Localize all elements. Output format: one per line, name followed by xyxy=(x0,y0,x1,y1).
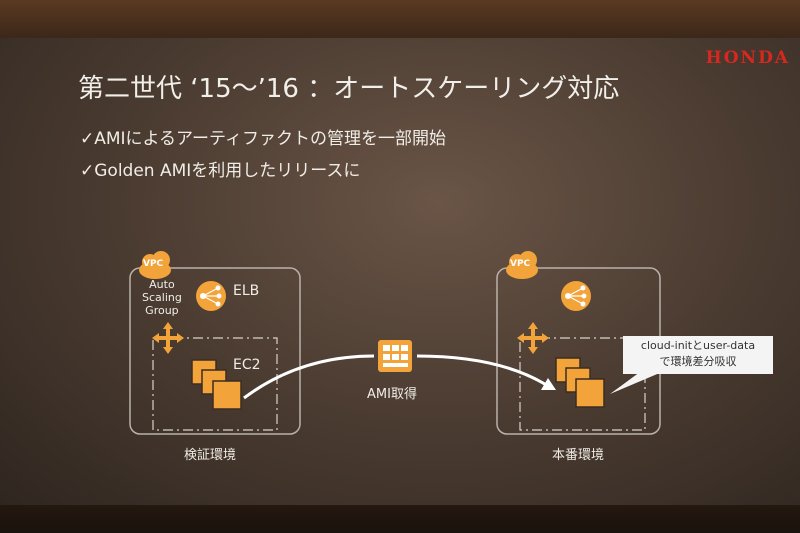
autoscaling-arrows-icon xyxy=(517,322,549,354)
elb-icon xyxy=(196,281,226,311)
elb-icon xyxy=(561,281,591,311)
env-label-left: 検証環境 xyxy=(184,448,237,463)
ec2-label: EC2 xyxy=(233,357,261,373)
env-label-right: 本番環境 xyxy=(552,448,605,463)
ec2-instances-icon xyxy=(555,357,605,408)
brand-logo: HONDA xyxy=(705,48,790,68)
vpc-badge-right: VPC xyxy=(510,259,531,269)
autoscaling-arrows-icon xyxy=(152,322,184,354)
callout-text: cloud-initとuser-data で環境差分吸収 xyxy=(640,339,756,368)
slide-title: 第二世代 ‘15〜’16 ：オートスケーリング対応 xyxy=(78,74,620,104)
bullet-item: ✓Golden AMIを利用したリリースに xyxy=(80,161,361,181)
vpc-box-left xyxy=(129,267,301,435)
asg-box-right xyxy=(519,337,646,431)
asg-box-left xyxy=(152,337,278,431)
callout-note: cloud-initとuser-data で環境差分吸収 xyxy=(623,336,773,374)
room-ceiling xyxy=(0,0,800,40)
callout-pointer xyxy=(610,372,662,394)
architecture-diagram xyxy=(129,251,662,435)
ec2-instances-icon xyxy=(191,359,242,410)
flow-arrow xyxy=(416,354,549,388)
vpc-badge-left: VPC xyxy=(143,259,164,269)
asg-label: Auto Scaling Group xyxy=(142,278,182,317)
arrowhead xyxy=(541,378,556,390)
flow-arrow xyxy=(243,354,375,400)
bullet-item: ✓AMIによるアーティファクトの管理を一部開始 xyxy=(80,129,447,149)
cloud-icon xyxy=(139,251,171,279)
cloud-icon xyxy=(506,251,538,279)
projected-slide: HONDA 第二世代 ‘15〜’16 ：オートスケーリング対応 ✓AMIによるア… xyxy=(0,38,800,508)
ami-icon xyxy=(378,340,412,372)
room-floor xyxy=(0,505,800,533)
ami-label: AMI取得 xyxy=(367,387,417,402)
elb-label: ELB xyxy=(233,283,260,299)
